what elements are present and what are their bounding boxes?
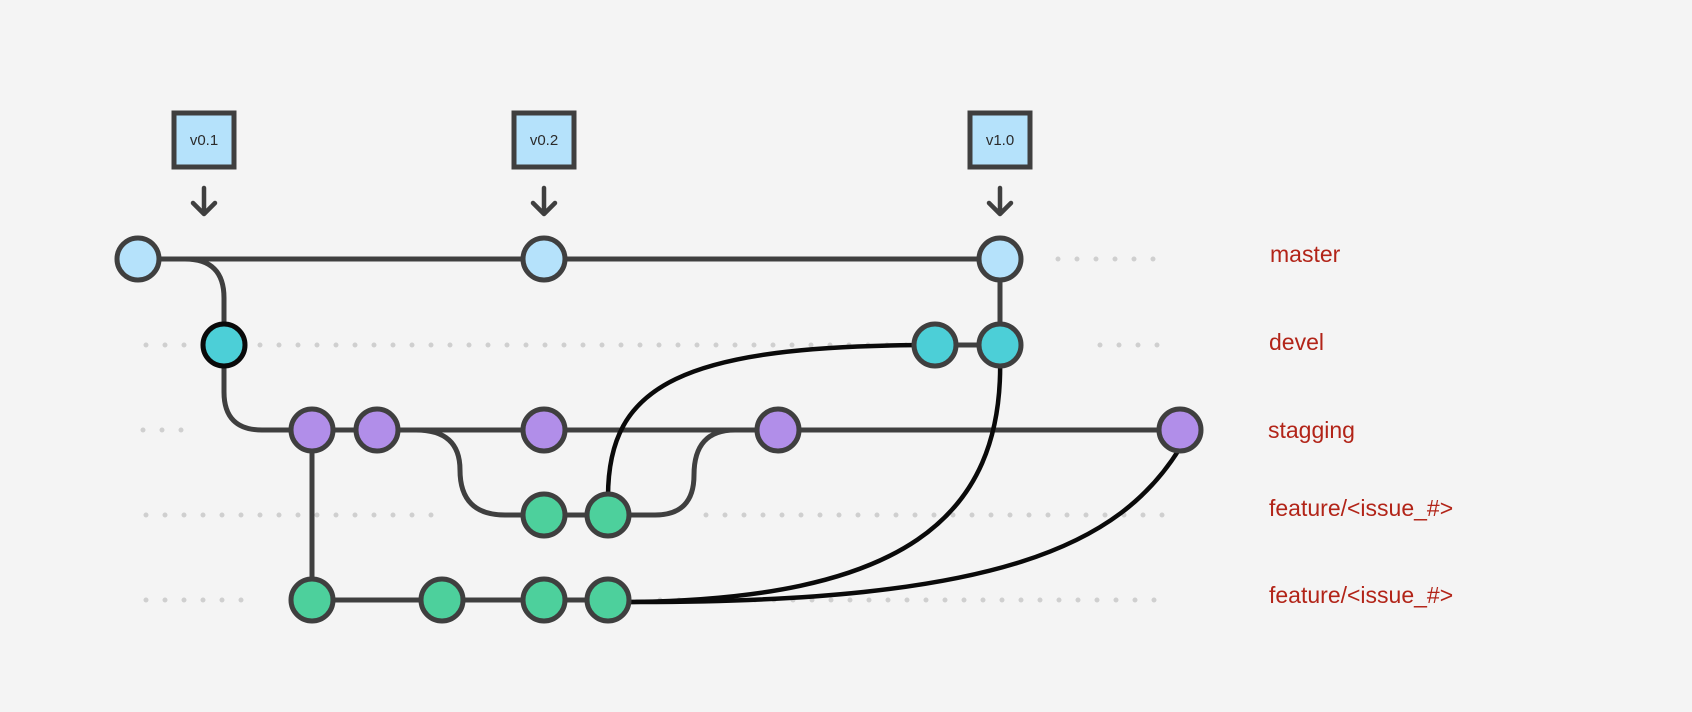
commit-node-stagging	[520, 406, 568, 454]
commit-node-master	[976, 235, 1024, 283]
tag-v0-2: v0.2	[511, 110, 577, 217]
dotted-guides	[140, 256, 1168, 603]
branch-label-master: master	[1270, 241, 1341, 267]
commit-node-devel	[200, 321, 248, 369]
commit-node-feature	[288, 576, 336, 624]
arrow-down-icon	[986, 185, 1014, 217]
commit-node-feature	[520, 491, 568, 539]
branch-labels: master devel stagging feature/<issue_#> …	[1268, 241, 1453, 608]
commit-node-stagging	[353, 406, 401, 454]
tag-v0-1: v0.1	[171, 110, 237, 217]
tag-label: v1.0	[986, 132, 1014, 149]
branch-label-feature: feature/<issue_#>	[1269, 495, 1453, 521]
branch-label-feature: feature/<issue_#>	[1269, 582, 1453, 608]
commit-node-stagging	[1156, 406, 1204, 454]
arrow-down-icon	[190, 185, 218, 217]
commit-node-feature	[584, 576, 632, 624]
commit-node-feature	[520, 576, 568, 624]
commit-node-devel	[911, 321, 959, 369]
tag-label: v0.1	[190, 132, 218, 149]
merge-curves	[605, 342, 1183, 605]
commit-node-master	[114, 235, 162, 283]
commit-node-feature	[584, 491, 632, 539]
commits	[114, 235, 1204, 624]
commit-node-devel	[976, 321, 1024, 369]
commit-node-stagging	[754, 406, 802, 454]
tag-label: v0.2	[530, 132, 558, 149]
branch-label-stagging: stagging	[1268, 417, 1355, 443]
commit-node-master	[520, 235, 568, 283]
commit-node-feature	[418, 576, 466, 624]
tag-v1-0: v1.0	[967, 110, 1033, 217]
commit-node-stagging	[288, 406, 336, 454]
branch-label-devel: devel	[1269, 329, 1324, 355]
arrow-down-icon	[530, 185, 558, 217]
